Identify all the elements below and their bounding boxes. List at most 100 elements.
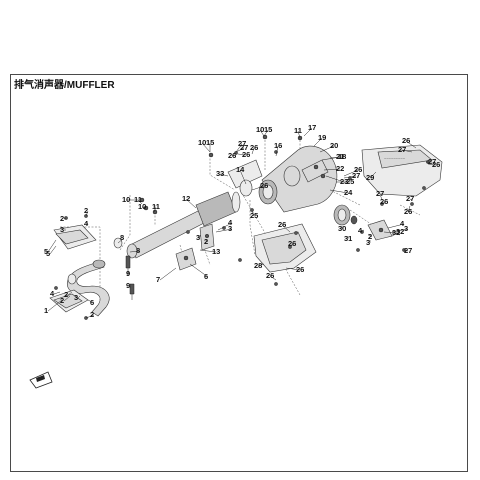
part-callout-number: 15: [206, 138, 214, 147]
callout-leader-line: [87, 299, 95, 304]
part-callout-number: 3: [404, 224, 408, 233]
part-callout-number: 10: [122, 195, 130, 204]
callout-leader-line: [53, 291, 61, 295]
callout-leader-line: [199, 249, 217, 253]
callout-leader-line: [49, 245, 57, 255]
part-callout-number: 4: [400, 219, 405, 228]
part-callout-number: 26: [278, 220, 286, 229]
part-callout-number: 8: [120, 233, 124, 242]
callout-leader-line: [391, 231, 401, 237]
part-callout-number: 26: [404, 207, 412, 216]
part-callout-number: 7: [156, 275, 160, 284]
svg-text:~~~~~~~~~: ~~~~~~~~~: [384, 156, 406, 161]
callout-leader-line: [319, 145, 335, 153]
part-callout-number: 27: [428, 157, 436, 166]
part-callout-number: 10: [138, 202, 146, 211]
callout-leader-line: [235, 143, 243, 153]
callout-leader-line: [85, 221, 89, 225]
callout-leader-line: [281, 224, 291, 233]
part-callout-number: 25: [346, 177, 354, 186]
part-callout-number: 26: [380, 197, 388, 206]
callout-leader-line: [297, 130, 301, 139]
callout-leader-line: [251, 147, 255, 155]
part-callout-number: 27: [398, 145, 406, 154]
part-callout-number: 27: [352, 171, 360, 180]
callout-leader-line: [269, 275, 277, 281]
part-callout-number: 2: [90, 310, 94, 319]
callout-leader-line: [67, 291, 73, 296]
part-callout-number: 2: [64, 290, 68, 299]
callout-leader-line: [137, 199, 143, 205]
part-callout-number: 3: [196, 233, 200, 242]
part-bracket-left: [175, 247, 197, 271]
callout-leader-line: [63, 295, 71, 302]
callout-leader-line: [313, 137, 323, 147]
callout-leader-line: [197, 235, 201, 239]
part-callout-number: 26: [288, 239, 296, 248]
part-oxygen-sensor-lower: [129, 283, 135, 300]
part-heat-shield-upper: [227, 159, 263, 189]
callout-leader-line: [303, 127, 313, 137]
part-callout-number: 2: [368, 232, 372, 241]
part-muffler-body: [258, 145, 338, 213]
callout-leader-line: [215, 228, 233, 233]
part-callout-number: 4: [50, 289, 55, 298]
part-callout-number: 26: [228, 151, 236, 160]
part-callout-number: 21: [336, 152, 344, 161]
callout-leader-line: [231, 154, 235, 157]
part-callout-number: 31: [344, 234, 352, 243]
diagram-frame: [10, 74, 468, 472]
part-callout-number: 4: [358, 226, 363, 235]
part-callout-number: 11: [294, 126, 302, 135]
part-callout-number: 26: [296, 265, 304, 274]
part-callout-number: 13: [212, 247, 220, 256]
callout-leader-line: [407, 205, 411, 213]
callout-leader-line: [251, 211, 255, 217]
part-callout-number: 29: [366, 173, 374, 182]
part-callout-number: 3: [228, 224, 232, 233]
part-callout-number: 24: [344, 188, 353, 197]
callout-leader-line: [219, 173, 229, 177]
callout-leader-line: [239, 169, 247, 185]
part-callout-number: 2: [60, 296, 64, 305]
callout-leader-line: [361, 229, 365, 232]
part-callout-number: 27: [376, 189, 384, 198]
part-callout-number: 18: [338, 152, 346, 161]
callout-leader-line: [85, 314, 95, 319]
part-heat-shield-side: ~~~~~~~~~: [361, 144, 443, 197]
callout-leader-line: [285, 267, 301, 271]
callout-leader-line: [205, 239, 209, 243]
part-callout-number: 33: [216, 169, 224, 178]
callout-leader-line: [117, 237, 125, 244]
part-hanger-bracket: [301, 159, 329, 183]
part-mid-pipe: [126, 191, 241, 259]
callout-leader-line: [153, 206, 157, 213]
part-callout-number: 26: [432, 160, 440, 169]
callout-leader-line: [329, 156, 343, 159]
callout-leader-line: [47, 239, 57, 253]
callout-leader-line: [77, 295, 81, 299]
callout-leader-line: [325, 175, 345, 183]
part-callout-number: 4: [84, 219, 89, 228]
part-callout-number: 11: [134, 195, 142, 204]
part-callout-number: 6: [90, 298, 94, 307]
part-callout-number: 17: [308, 123, 316, 132]
part-callout-number: 26: [260, 181, 268, 190]
part-heat-shield-under: [253, 223, 317, 273]
part-callout-number: 30: [338, 224, 346, 233]
part-callout-number: 2: [60, 214, 64, 223]
part-callout-number: 22: [336, 164, 344, 173]
callout-leader-line: [409, 198, 413, 201]
callout-leader-line: [217, 222, 233, 231]
callout-leader-line: [275, 145, 279, 157]
part-callout-number: 2: [84, 206, 88, 215]
callout-leader-line: [129, 250, 141, 253]
part-callout-number: 19: [318, 133, 326, 142]
part-callout-number: 26: [250, 143, 258, 152]
callout-leader-line: [383, 231, 397, 234]
part-oxygen-sensor-upper: [125, 255, 131, 276]
part-callout-number: 9: [126, 281, 130, 290]
callout-leader-line: [343, 169, 359, 177]
part-callout-number: 4: [228, 218, 233, 227]
